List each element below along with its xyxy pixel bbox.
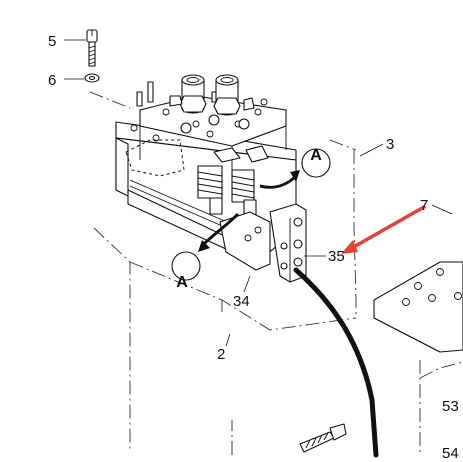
side-plate	[219, 211, 271, 271]
leader-lines	[64, 39, 453, 347]
callout-35: 35	[328, 248, 345, 265]
callout-53: 53	[442, 398, 459, 415]
screw-item-5	[86, 29, 98, 67]
callout-7: 7	[420, 197, 428, 214]
callout-2: 2	[217, 346, 225, 363]
callout-34: 34	[233, 293, 250, 310]
cable	[293, 267, 379, 458]
callout-6: 6	[48, 72, 56, 89]
connector-terminal-block	[269, 203, 307, 283]
compression-springs	[197, 145, 269, 217]
svg-text:A: A	[176, 274, 188, 291]
mounting-plate-partial	[373, 261, 463, 455]
callout-54: 54	[442, 445, 459, 462]
callout-5: 5	[48, 33, 56, 50]
callout-labels: 5 6 3 7 35 34 2 53 54	[48, 33, 459, 462]
inner-guide-outline	[125, 139, 185, 177]
valve-cylinders	[169, 74, 255, 134]
svg-text:A: A	[310, 147, 322, 164]
washer-item-6	[84, 73, 100, 83]
section-marker-lower: A	[171, 251, 201, 291]
section-marker-upper: A	[301, 147, 331, 178]
highlight-arrow	[341, 205, 426, 254]
bolt-lower	[299, 423, 347, 453]
phantom-frame-outlines	[89, 91, 357, 455]
callout-3: 3	[386, 136, 394, 153]
section-arrows	[198, 170, 300, 252]
